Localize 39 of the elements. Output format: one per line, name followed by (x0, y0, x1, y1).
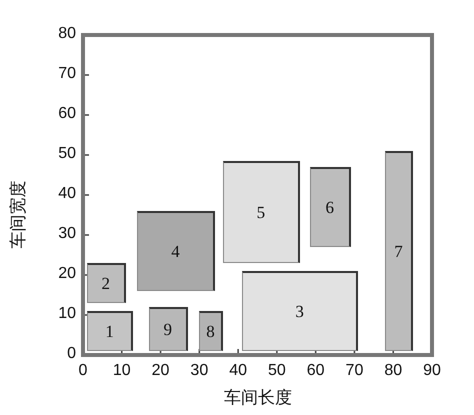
area-block (199, 311, 223, 351)
tick-label: 60 (58, 105, 76, 123)
tick-label: 30 (190, 362, 208, 380)
area-block (222, 161, 300, 263)
tick-label: 80 (58, 25, 76, 43)
area-block (310, 167, 351, 247)
block-number: 2 (102, 274, 110, 294)
block-number: 4 (171, 242, 180, 262)
tick-label: 0 (78, 362, 88, 380)
tick-label: 20 (152, 362, 170, 380)
tick-label: 70 (58, 65, 76, 83)
area-block (385, 151, 413, 351)
tick-label: 10 (112, 362, 131, 380)
block-number: 3 (295, 302, 304, 322)
tick-label: 70 (346, 362, 364, 380)
area-block (242, 271, 358, 351)
tick-label: 30 (58, 225, 76, 243)
tick-label: 90 (423, 362, 441, 380)
tick-label: 10 (58, 305, 76, 323)
tick-label: 20 (58, 265, 76, 283)
block-number: 8 (206, 322, 215, 342)
axis-title: 车间宽度 (8, 180, 30, 248)
tick-label: 50 (58, 145, 76, 163)
tick-label: 40 (58, 185, 76, 203)
tick-label: 60 (306, 362, 325, 380)
area-block (148, 307, 188, 351)
tick-label: 40 (229, 362, 247, 380)
axis-title: 车间长度 (224, 387, 292, 409)
area-block (137, 211, 215, 291)
tick-label: 0 (67, 345, 76, 363)
tick-label: 50 (268, 362, 286, 380)
block-number: 7 (394, 242, 403, 262)
block-number: 6 (325, 198, 334, 218)
block-number: 1 (105, 322, 114, 342)
area-block (86, 263, 126, 303)
area-block (86, 311, 134, 351)
block-number: 5 (256, 202, 266, 222)
tick-label: 80 (384, 362, 402, 380)
block-number: 9 (164, 320, 172, 340)
